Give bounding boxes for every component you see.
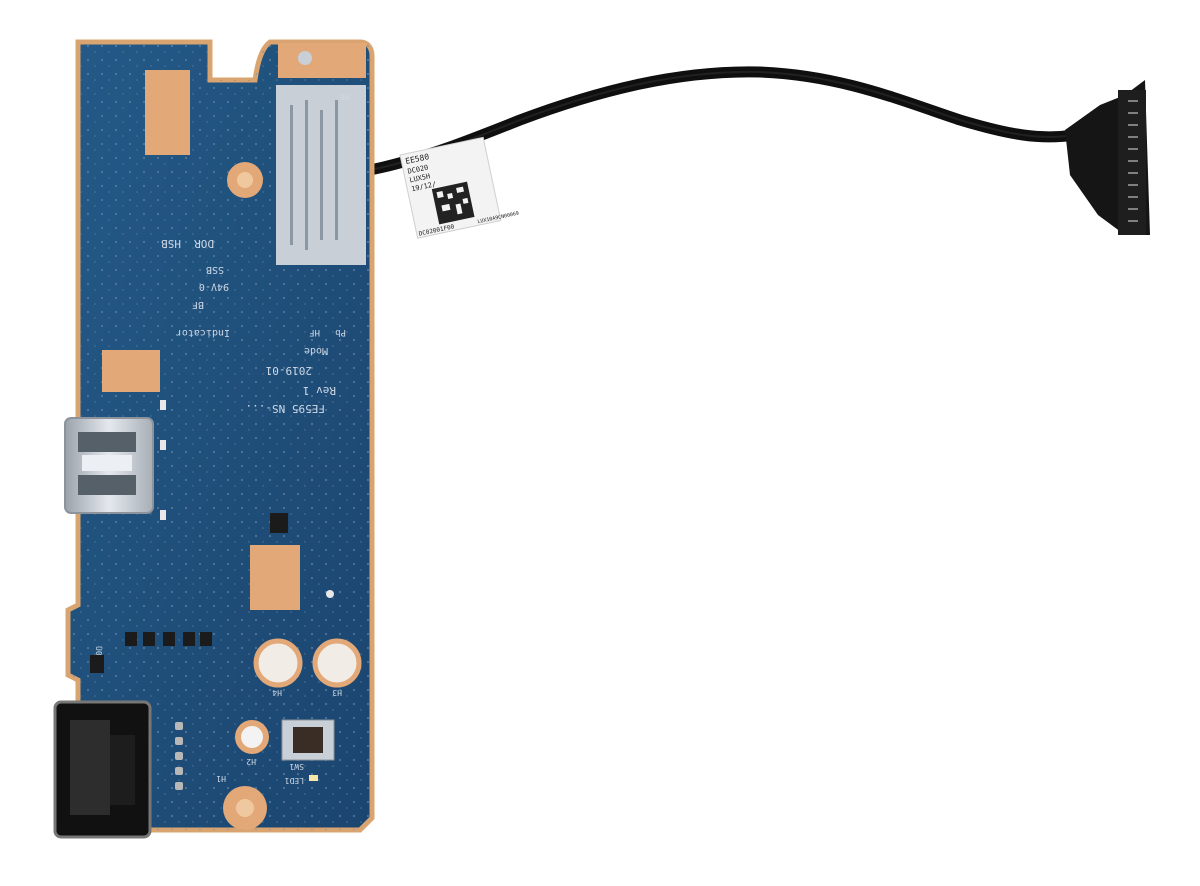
silk-date: 2019-01 bbox=[266, 364, 312, 377]
silk-h3: H3 bbox=[332, 688, 342, 697]
copper-pad bbox=[250, 545, 300, 610]
tact-switch-icon bbox=[281, 719, 335, 761]
mount-hole bbox=[292, 45, 318, 71]
cable-label: EE580 DC020 LUX5H 19/12/ DC02001F00 LUX1… bbox=[399, 136, 520, 239]
pcb-board: H6 HSB DOR SSB 94V-0 BF HF Pb Indicator … bbox=[53, 39, 375, 839]
usb-port-icon bbox=[64, 417, 154, 514]
silk-code-4: HF bbox=[309, 327, 320, 337]
ethernet-port-icon bbox=[53, 700, 183, 839]
silk-h1: H1 bbox=[216, 774, 226, 783]
copper-pad bbox=[102, 350, 160, 392]
mount-pad-h3 bbox=[312, 638, 362, 688]
copper-pad bbox=[278, 43, 366, 78]
silk-sw1: SW1 bbox=[289, 762, 304, 771]
silk-top-marker: H6 bbox=[340, 92, 350, 101]
silk-hsb: HSB bbox=[161, 237, 181, 250]
silk-code-5: Pb bbox=[335, 327, 346, 337]
mount-pad-h4 bbox=[253, 638, 303, 688]
silk-model: FE595 NS-... bbox=[246, 402, 325, 415]
ribbon-connector-icon bbox=[1065, 80, 1150, 235]
silk-h4: H4 bbox=[272, 688, 282, 697]
silk-h2: H2 bbox=[246, 757, 256, 766]
silk-code-1: SSB bbox=[206, 264, 224, 275]
silk-indicator: Indicator bbox=[176, 327, 230, 338]
silk-code-3: BF bbox=[192, 299, 204, 310]
silk-code-2: 94V-0 bbox=[199, 281, 229, 292]
qr-code-icon bbox=[431, 181, 475, 225]
copper-pad bbox=[145, 70, 190, 155]
led bbox=[309, 775, 318, 781]
silk-rev: Rev 1 bbox=[303, 384, 336, 397]
silk-mode: Mode bbox=[304, 345, 328, 356]
silk-vendor: DOR bbox=[194, 237, 214, 250]
silk-led1: LED1 bbox=[285, 776, 304, 785]
mount-hole-h2 bbox=[235, 720, 269, 754]
